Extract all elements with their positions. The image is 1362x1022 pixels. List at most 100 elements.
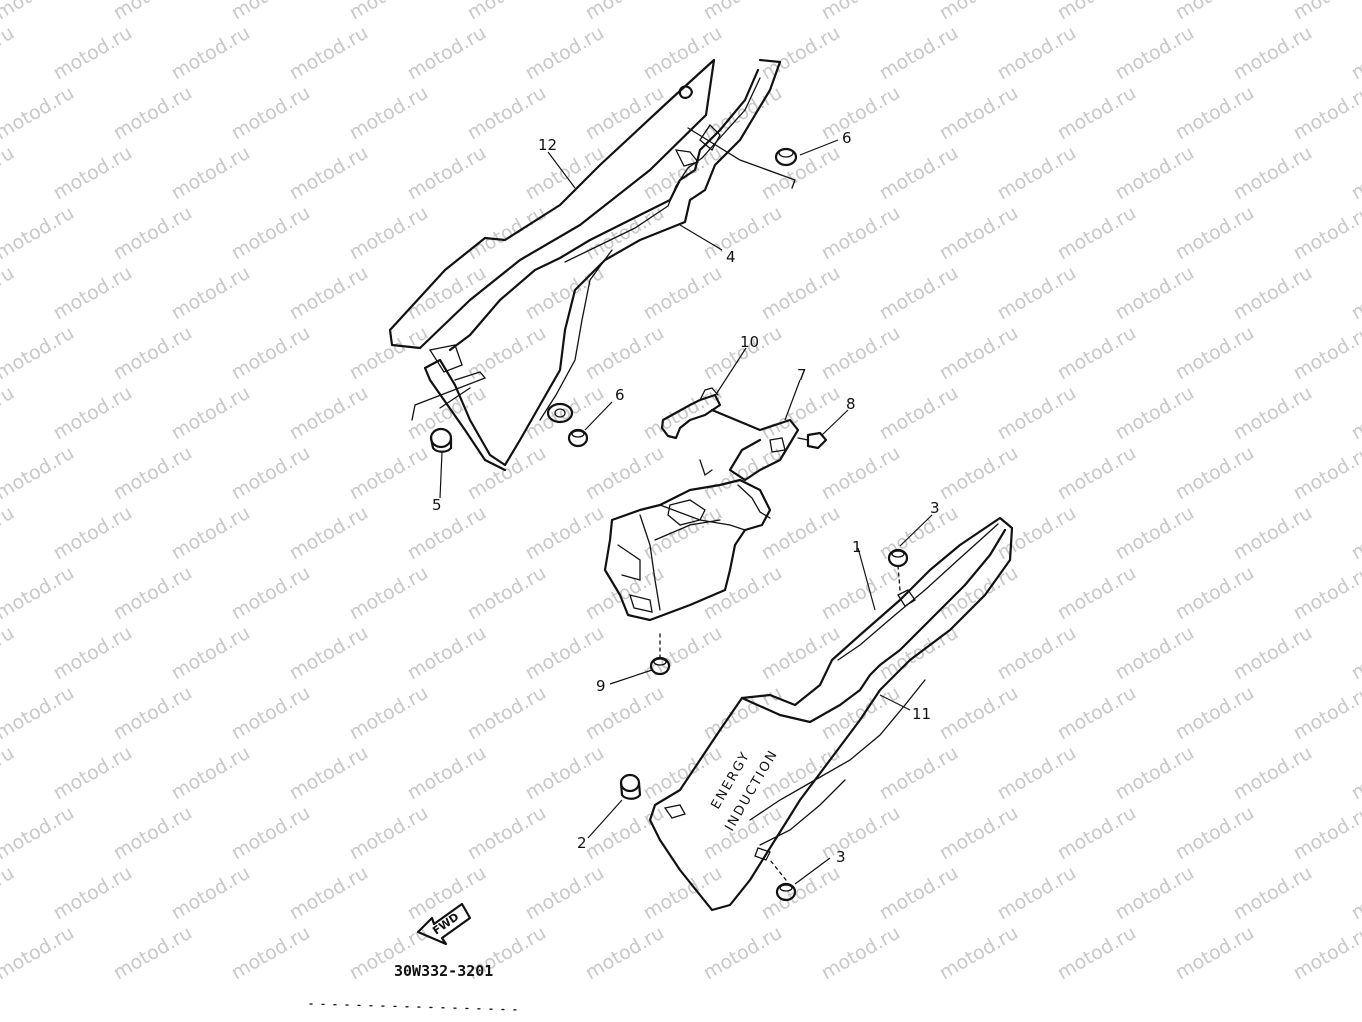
watermark-text: motod.ru bbox=[1230, 742, 1316, 805]
watermark-text: motod.ru bbox=[700, 562, 786, 625]
watermark-text: motod.ru bbox=[346, 0, 432, 24]
watermark-text: motod.ru bbox=[994, 382, 1080, 445]
watermark-text: motod.ru bbox=[818, 922, 904, 985]
watermark-text: motod.ru bbox=[110, 922, 196, 985]
watermark-text: motod.ru bbox=[818, 682, 904, 745]
watermark-text: motod.ru bbox=[404, 142, 490, 205]
watermark-text: motod.ru bbox=[1112, 502, 1198, 565]
leader-lines bbox=[439, 139, 933, 885]
watermark-text: motod.ru bbox=[0, 202, 78, 265]
watermark-text: motod.ru bbox=[522, 862, 608, 925]
watermark-text: motod.ru bbox=[404, 502, 490, 565]
callout-8: 8 bbox=[846, 395, 856, 413]
watermark-text: motod.ru bbox=[1172, 0, 1258, 24]
watermark-text: motod.ru bbox=[1112, 742, 1198, 805]
watermark-text: motod.ru bbox=[1230, 502, 1316, 565]
watermark-text: motod.ru bbox=[994, 262, 1080, 325]
watermark-text: motod.ru bbox=[1348, 382, 1362, 445]
watermark-text: motod.ru bbox=[994, 622, 1080, 685]
watermark-text: motod.ru bbox=[818, 562, 904, 625]
watermark-text: motod.ru bbox=[286, 382, 372, 445]
watermark-text: motod.ru bbox=[0, 442, 78, 505]
watermark-text: motod.ru bbox=[818, 802, 904, 865]
battery-box bbox=[603, 459, 772, 622]
watermark-text: motod.ru bbox=[286, 862, 372, 925]
watermark-text: motod.ru bbox=[1172, 82, 1258, 145]
watermark-text: motod.ru bbox=[640, 382, 726, 445]
damper-5 bbox=[429, 427, 453, 453]
watermark-text: motod.ru bbox=[0, 562, 78, 625]
callouts: 12 6 4 6 5 10 7 8 3 1 9 11 2 3 bbox=[432, 129, 940, 866]
watermark-text: motod.ru bbox=[168, 142, 254, 205]
watermark-text: motod.ru bbox=[286, 742, 372, 805]
callout-3-upper: 3 bbox=[930, 499, 940, 517]
watermark-text: motod.ru bbox=[876, 382, 962, 445]
watermark-text: motod.ru bbox=[346, 442, 432, 505]
watermark-text: motod.ru bbox=[1348, 862, 1362, 925]
watermark-text: motod.ru bbox=[1230, 142, 1316, 205]
watermark-text: motod.ru bbox=[876, 862, 962, 925]
watermark-text: motod.ru bbox=[0, 0, 78, 24]
watermark-text: motod.ru bbox=[936, 442, 1022, 505]
callout-7: 7 bbox=[797, 366, 807, 384]
watermark-text: motod.ru bbox=[1230, 622, 1316, 685]
watermark-text: motod.ru bbox=[640, 622, 726, 685]
watermark-text: motod.ru bbox=[522, 622, 608, 685]
watermark-text: motod.ru bbox=[522, 742, 608, 805]
watermark-text: motod.ru bbox=[228, 82, 314, 145]
watermark-text: motod.ru bbox=[346, 802, 432, 865]
callout-2: 2 bbox=[577, 834, 587, 852]
callout-9: 9 bbox=[596, 677, 606, 695]
callout-10: 10 bbox=[740, 333, 759, 351]
watermark-text: motod.ru bbox=[936, 802, 1022, 865]
watermark-text: motod.ru bbox=[464, 82, 550, 145]
watermark-text: motod.ru bbox=[0, 322, 78, 385]
watermark-text: motod.ru bbox=[1348, 262, 1362, 325]
watermark-text: motod.ru bbox=[50, 862, 136, 925]
watermark-text: motod.ru bbox=[286, 622, 372, 685]
watermark-text: motod.ru bbox=[464, 682, 550, 745]
watermark-text: motod.ru bbox=[404, 22, 490, 85]
callout-3-lower: 3 bbox=[836, 848, 846, 866]
watermark-text: motod.ru bbox=[1054, 322, 1140, 385]
watermark-text: motod.ru bbox=[346, 562, 432, 625]
watermark-text: motod.ru bbox=[50, 622, 136, 685]
watermark-text: motod.ru bbox=[50, 382, 136, 445]
watermark-text: motod.ru bbox=[0, 802, 78, 865]
watermark-text: motod.ru bbox=[0, 742, 18, 805]
watermark-text: motod.ru bbox=[582, 802, 668, 865]
watermark-text: motod.ru bbox=[1348, 742, 1362, 805]
watermark-text: motod.ru bbox=[994, 502, 1080, 565]
watermark-text: motod.ru bbox=[228, 802, 314, 865]
callout-12: 12 bbox=[538, 136, 557, 154]
callout-11: 11 bbox=[912, 705, 931, 723]
watermark-text: motod.ru bbox=[168, 862, 254, 925]
watermark-text: motod.ru bbox=[228, 682, 314, 745]
watermark-text: motod.ru bbox=[522, 142, 608, 205]
watermark-text: motod.ru bbox=[0, 382, 18, 445]
watermark-text: motod.ru bbox=[522, 22, 608, 85]
watermark-text: motod.ru bbox=[582, 562, 668, 625]
watermark-text: motod.ru bbox=[1172, 682, 1258, 745]
watermark-text: motod.ru bbox=[700, 922, 786, 985]
callout-4: 4 bbox=[726, 248, 736, 266]
watermark-text: motod.ru bbox=[582, 0, 668, 24]
watermark-text: motod.ru bbox=[404, 622, 490, 685]
watermark-text: motod.ru bbox=[1290, 202, 1362, 265]
watermark-text: motod.ru bbox=[876, 142, 962, 205]
watermark-text: motod.ru bbox=[50, 502, 136, 565]
watermark-text: motod.ru bbox=[110, 82, 196, 145]
watermark-text: motod.ru bbox=[1112, 142, 1198, 205]
watermark-text: motod.ru bbox=[522, 502, 608, 565]
watermark-text: motod.ru bbox=[0, 502, 18, 565]
watermark-text: motod.ru bbox=[936, 82, 1022, 145]
watermark-text: motod.ru bbox=[50, 22, 136, 85]
watermark-text: motod.ru bbox=[1290, 442, 1362, 505]
watermark-text: motod.ru bbox=[1054, 562, 1140, 625]
watermark-text: motod.ru bbox=[286, 142, 372, 205]
watermark-layer: motod.ru motod.ru motod.ru motod.ru motod.ru… bbox=[0, 0, 1362, 984]
watermark-text: motod.ru bbox=[464, 562, 550, 625]
watermark-text: motod.ru bbox=[582, 682, 668, 745]
watermark-text: motod.ru bbox=[936, 202, 1022, 265]
watermark-text: motod.ru bbox=[464, 802, 550, 865]
